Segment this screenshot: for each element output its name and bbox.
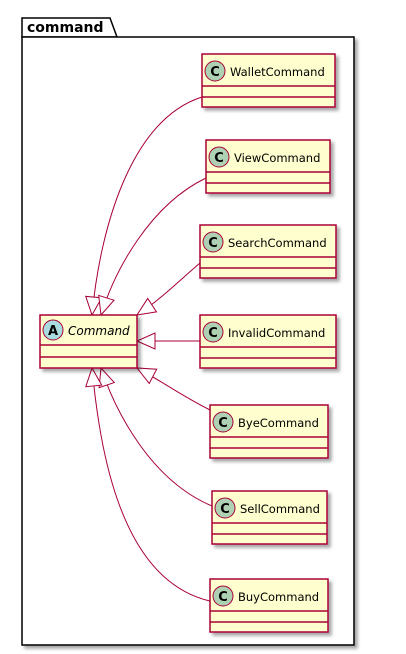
class-name: SearchCommand bbox=[228, 236, 327, 250]
class-badge-letter: C bbox=[214, 151, 224, 166]
class-box bbox=[201, 53, 336, 108]
package-name: command bbox=[27, 20, 104, 36]
class-box bbox=[199, 314, 337, 369]
abstract-badge-icon bbox=[42, 319, 64, 341]
abstract-badge-letter: A bbox=[48, 324, 58, 339]
class-byecommand[interactable]: C ByeCommand bbox=[209, 404, 329, 459]
class-box bbox=[209, 578, 329, 633]
class-buycommand[interactable]: C BuyCommand bbox=[209, 578, 329, 633]
class-badge-icon bbox=[212, 411, 234, 433]
class-badge-letter: C bbox=[210, 65, 220, 80]
inheritance-arrowhead-icon bbox=[135, 367, 158, 385]
inheritance-arrowhead-icon bbox=[98, 366, 116, 389]
class-badge-letter: C bbox=[208, 326, 218, 341]
class-name: ViewCommand bbox=[234, 151, 320, 165]
inheritance-arrowhead-icon bbox=[85, 295, 103, 317]
class-badge-icon bbox=[204, 60, 226, 82]
inheritance-arrowhead-icon bbox=[98, 294, 115, 317]
inheritance-edges bbox=[85, 96, 213, 602]
class-badge-letter: C bbox=[220, 502, 230, 517]
class-box bbox=[205, 139, 331, 194]
inheritance-edge bbox=[91, 367, 211, 602]
class-badge-letter: C bbox=[218, 590, 228, 605]
inheritance-arrowhead-icon bbox=[135, 332, 156, 350]
class-badge-letter: C bbox=[218, 416, 228, 431]
class-badge-icon bbox=[202, 321, 224, 343]
class-name: SellCommand bbox=[240, 502, 320, 516]
inheritance-arrowhead-icon bbox=[85, 366, 103, 388]
class-name: InvalidCommand bbox=[228, 326, 325, 340]
inheritance-edge bbox=[91, 96, 203, 316]
class-badge-icon bbox=[214, 497, 236, 519]
class-box bbox=[199, 224, 337, 279]
inheritance-arrowhead-icon bbox=[135, 297, 158, 316]
class-invalidcommand[interactable]: C InvalidCommand bbox=[199, 314, 337, 369]
class-name: WalletCommand bbox=[230, 65, 325, 79]
class-badge-icon bbox=[202, 231, 224, 253]
abstract-class-command[interactable]: A Command bbox=[39, 314, 138, 369]
class-name: BuyCommand bbox=[238, 590, 319, 604]
class-sellcommand[interactable]: C SellCommand bbox=[211, 490, 328, 545]
class-box bbox=[209, 404, 329, 459]
class-badge-icon bbox=[212, 585, 234, 607]
class-viewcommand[interactable]: C ViewCommand bbox=[205, 139, 331, 194]
class-badge-icon bbox=[208, 146, 230, 168]
class-badge-letter: C bbox=[208, 236, 218, 251]
class-searchcommand[interactable]: C SearchCommand bbox=[199, 224, 337, 279]
class-walletcommand[interactable]: C WalletCommand bbox=[201, 53, 336, 108]
class-name: ByeCommand bbox=[238, 416, 319, 430]
class-name: Command bbox=[68, 324, 130, 338]
